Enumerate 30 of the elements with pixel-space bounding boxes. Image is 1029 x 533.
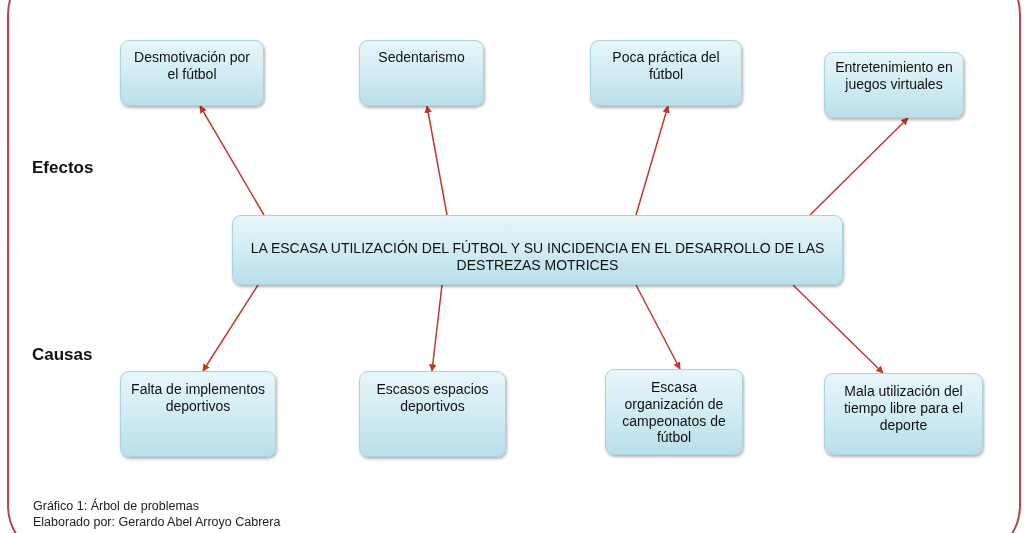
text-box (120, 371, 276, 457)
box-label: Sedentarismo (378, 49, 465, 66)
arrow (424, 105, 448, 216)
arrow (635, 284, 681, 370)
section-label: Causas (32, 345, 93, 365)
caption: Gráfico 1: Árbol de problemas (33, 499, 200, 513)
text-box (232, 215, 843, 285)
arrow (199, 105, 265, 216)
text-box (824, 52, 964, 118)
text-box (605, 369, 743, 455)
arrow (792, 284, 884, 374)
arrow (429, 284, 443, 372)
arrow (202, 284, 259, 372)
text-box (120, 40, 264, 106)
box-label: Entretenimiento en juegos virtuales (834, 59, 954, 93)
text-box (824, 373, 983, 455)
box-label: Poca práctica del fútbol (611, 49, 721, 83)
arrow (809, 117, 909, 216)
arrow (635, 105, 670, 216)
box-label: Desmotivación por el fútbol (133, 49, 251, 83)
box-label: LA ESCASA UTILIZACIÓN DEL FÚTBOL Y SU INCIDENCIA EN EL DESARROLLO DE LAS DESTREZAS MOTRICES (249, 240, 826, 274)
box-label: Escasos espacios deportivos (375, 381, 490, 415)
box-label: Mala utilización del tiempo libre para el deporte (842, 383, 965, 434)
box-label: Falta de implementos deportivos (130, 381, 266, 415)
author-note: Elaborado por: Gerardo Abel Arroyo Cabrera (33, 515, 281, 529)
text-box (359, 40, 484, 106)
text-box (590, 40, 742, 106)
section-label: Efectos (32, 158, 94, 178)
box-label: Escasa organización de campeonatos de fútbol (621, 379, 727, 447)
text-box (359, 371, 506, 457)
